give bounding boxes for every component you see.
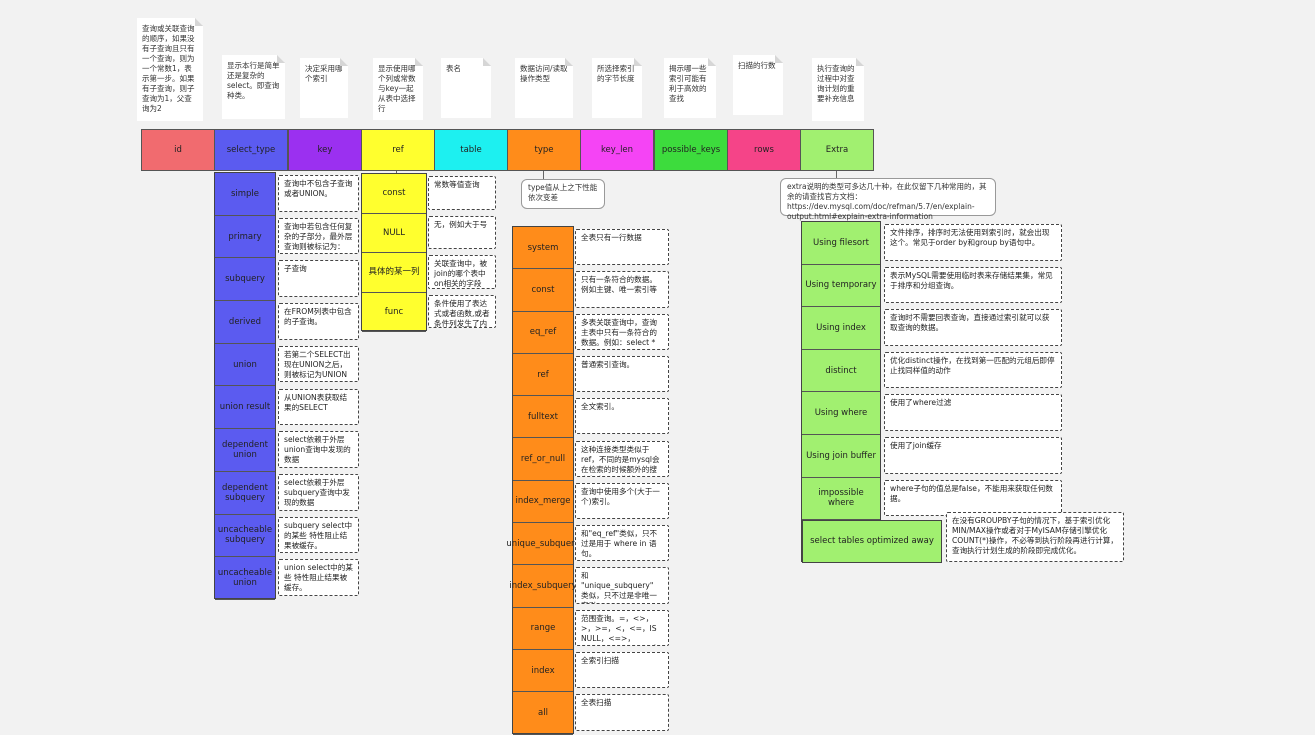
header-extra: Extra [800, 129, 874, 171]
header-table: table [434, 129, 508, 171]
extra-description: 使用了join缓存 [884, 437, 1062, 474]
type-description: 全表扫描 [575, 694, 669, 731]
type-cell: eq_ref [513, 312, 573, 354]
select-type-description: 查询中不包含子查询或者UNION。 [278, 175, 359, 212]
type-description: 只有一条符合的数据。例如主键、唯一索引等 [575, 271, 669, 308]
header-id: id [141, 129, 215, 171]
extra-cell: distinct [802, 350, 880, 393]
header-key: key [288, 129, 362, 171]
extra-cell: select tables optimized away [802, 520, 942, 563]
type-cell: index [513, 650, 573, 693]
type-order-note: type值从上之下性能依次变差 [521, 179, 605, 209]
header-type: type [507, 129, 581, 171]
extra-description: 优化distinct操作，在找到第一匹配的元组后即停止找同样值的动作 [884, 351, 1062, 389]
header-possible-keys: possible_keys [654, 129, 728, 171]
note-key: 决定采用哪个索引 [300, 58, 348, 118]
select-type-cell: uncacheable subquery [215, 515, 275, 558]
extra-description: 查询时不需要回表查询，直接通过索引就可以获取查询的数据。 [884, 309, 1062, 346]
type-description: 范围查询。=，<>，>，>=，<，<=，IS NULL，<=>，BETWEEN，… [575, 609, 669, 646]
select-type-cell: dependent union [215, 429, 275, 472]
header-rows: rows [727, 129, 801, 171]
select-type-description: subquery select中的某些 特性阻止结果被缓存。 [278, 516, 359, 554]
connector-line [836, 171, 837, 178]
note-table: 表名 [441, 58, 491, 118]
type-description: 和"eq_ref"类似，只不过是用于 where in 语句。 [575, 525, 669, 562]
extra-description: 表示MySQL需要使用临时表来存储结果集，常见于排序和分组查询。 [884, 266, 1062, 304]
ref-cell: func [362, 293, 426, 332]
extra-note: extra说明的类型可多达几十种，在此仅留下几种常用的，其余的请查找官方文档：h… [780, 178, 996, 221]
note-key-len: 所选择索引的字节长度 [592, 58, 642, 118]
header-ref: ref [361, 129, 435, 171]
ref-description: 常数等值查询 [428, 176, 496, 210]
ref-cell: 具体的某一列 [362, 253, 426, 293]
type-description: 全索引扫描 [575, 652, 669, 689]
select-type-description: 在FROM列表中包含的子查询。 [278, 303, 359, 340]
type-cell: index_merge [513, 481, 573, 524]
select-type-description: select依赖于外层union查询中发现的数据 [278, 431, 359, 468]
note-id: 查询或关联查询的顺序，如果没有子查询且只有一个查询，则为一个常数1，表示第一步。… [137, 18, 203, 121]
select-type-description: select依赖于外层subquery查询中发现的数据 [278, 473, 359, 511]
select-type-cell: union [215, 344, 275, 387]
type-cell: unique_subquery [506, 523, 580, 566]
select-type-cell: uncacheable union [215, 557, 275, 600]
ref-description: 无，例如大于号 [428, 215, 496, 249]
extra-cell: Using filesort [802, 222, 880, 265]
connector-line [396, 171, 397, 174]
type-description: 全文索引。 [575, 398, 669, 435]
type-description: 这种连接类型类似于ref，不同的是mysql会在检索的时候额外的搜索包含null… [575, 440, 669, 477]
type-description: 查询中使用多个(大于一个)索引。 [575, 482, 669, 520]
select-type-description: 从UNION表获取结果的SELECT [278, 388, 359, 426]
type-description: 全表只有一行数据 [575, 229, 669, 266]
select-type-cell: subquery [215, 258, 275, 302]
select-type-description: 子查询 [278, 260, 359, 298]
ref-cell: NULL [362, 214, 426, 253]
type-cell: range [513, 608, 573, 650]
extra-description: 在没有GROUPBY子句的情况下，基于索引优化MIN/MAX操作或者对于MyIS… [946, 512, 1124, 562]
note-Extra: 执行查询的过程中对查询计划的重要补充信息 [812, 58, 864, 121]
select-type-cell: derived [215, 301, 275, 344]
select-type-cell: simple [215, 173, 275, 216]
type-cell: system [513, 227, 573, 270]
select-type-cell: primary [215, 216, 275, 259]
note-select-type: 显示本行是简单还是复杂的select。即查询种类。 [222, 55, 285, 119]
note-ref: 显示使用哪个列或常数与key一起从表中选择行 [373, 58, 423, 120]
note-possible-keys: 揭示哪一些索引可能有利于高效的查找 [664, 58, 716, 118]
ref-cell: const [362, 174, 426, 214]
note-rows: 扫描的行数 [733, 55, 783, 115]
type-cell: ref [513, 354, 573, 397]
note-type: 数据访问/读取操作类型 [515, 58, 573, 118]
select-type-description: 若第二个SELECT出现在UNION之后，则被标记为UNION [278, 345, 359, 383]
type-cell: index_subquery [509, 565, 577, 608]
type-cell: all [513, 692, 573, 735]
type-description: 普通索引查询。 [575, 355, 669, 393]
header-key-len: key_len [580, 129, 654, 171]
header-select-type: select_type [214, 129, 288, 171]
ref-description: 关联查询中，被join的哪个表中on相关的字段 [428, 255, 496, 289]
select-type-cell: union result [215, 387, 275, 430]
select-type-description: union select中的某些 特性阻止结果被缓存。 [278, 559, 359, 596]
extra-cell: Using where [802, 392, 880, 435]
extra-cell: impossible where [802, 478, 880, 521]
extra-description: 文件排序，排序时无法使用到索引时，就会出现这个。常见于order by和grou… [884, 224, 1062, 261]
select-type-cell: dependent subquery [215, 472, 275, 515]
extra-cell: Using temporary [802, 265, 880, 308]
type-description: 多表关联查询中，查询主表中只有一条符合的数据。例如：select * from … [575, 313, 669, 350]
type-cell: fulltext [513, 396, 573, 439]
extra-cell: Using join buffer [802, 435, 880, 478]
connector-line [543, 171, 544, 179]
type-description: 和 "unique_subquery" 类似，只不过是非唯一索引。 [575, 567, 669, 604]
extra-description: where子句的值总是false，不能用来获取任何数据。 [884, 479, 1062, 517]
type-cell: ref_or_null [513, 439, 573, 481]
ref-description: 条件使用了表达式或者函数,或者条件列发生了内部隐式转换 [428, 294, 496, 328]
extra-description: 使用了where过滤 [884, 394, 1062, 431]
select-type-description: 查询中若包含任何复杂的子部分，最外层查询则被标记为：PRIMARY [278, 217, 359, 255]
type-cell: const [513, 269, 573, 312]
extra-cell: Using index [802, 307, 880, 350]
